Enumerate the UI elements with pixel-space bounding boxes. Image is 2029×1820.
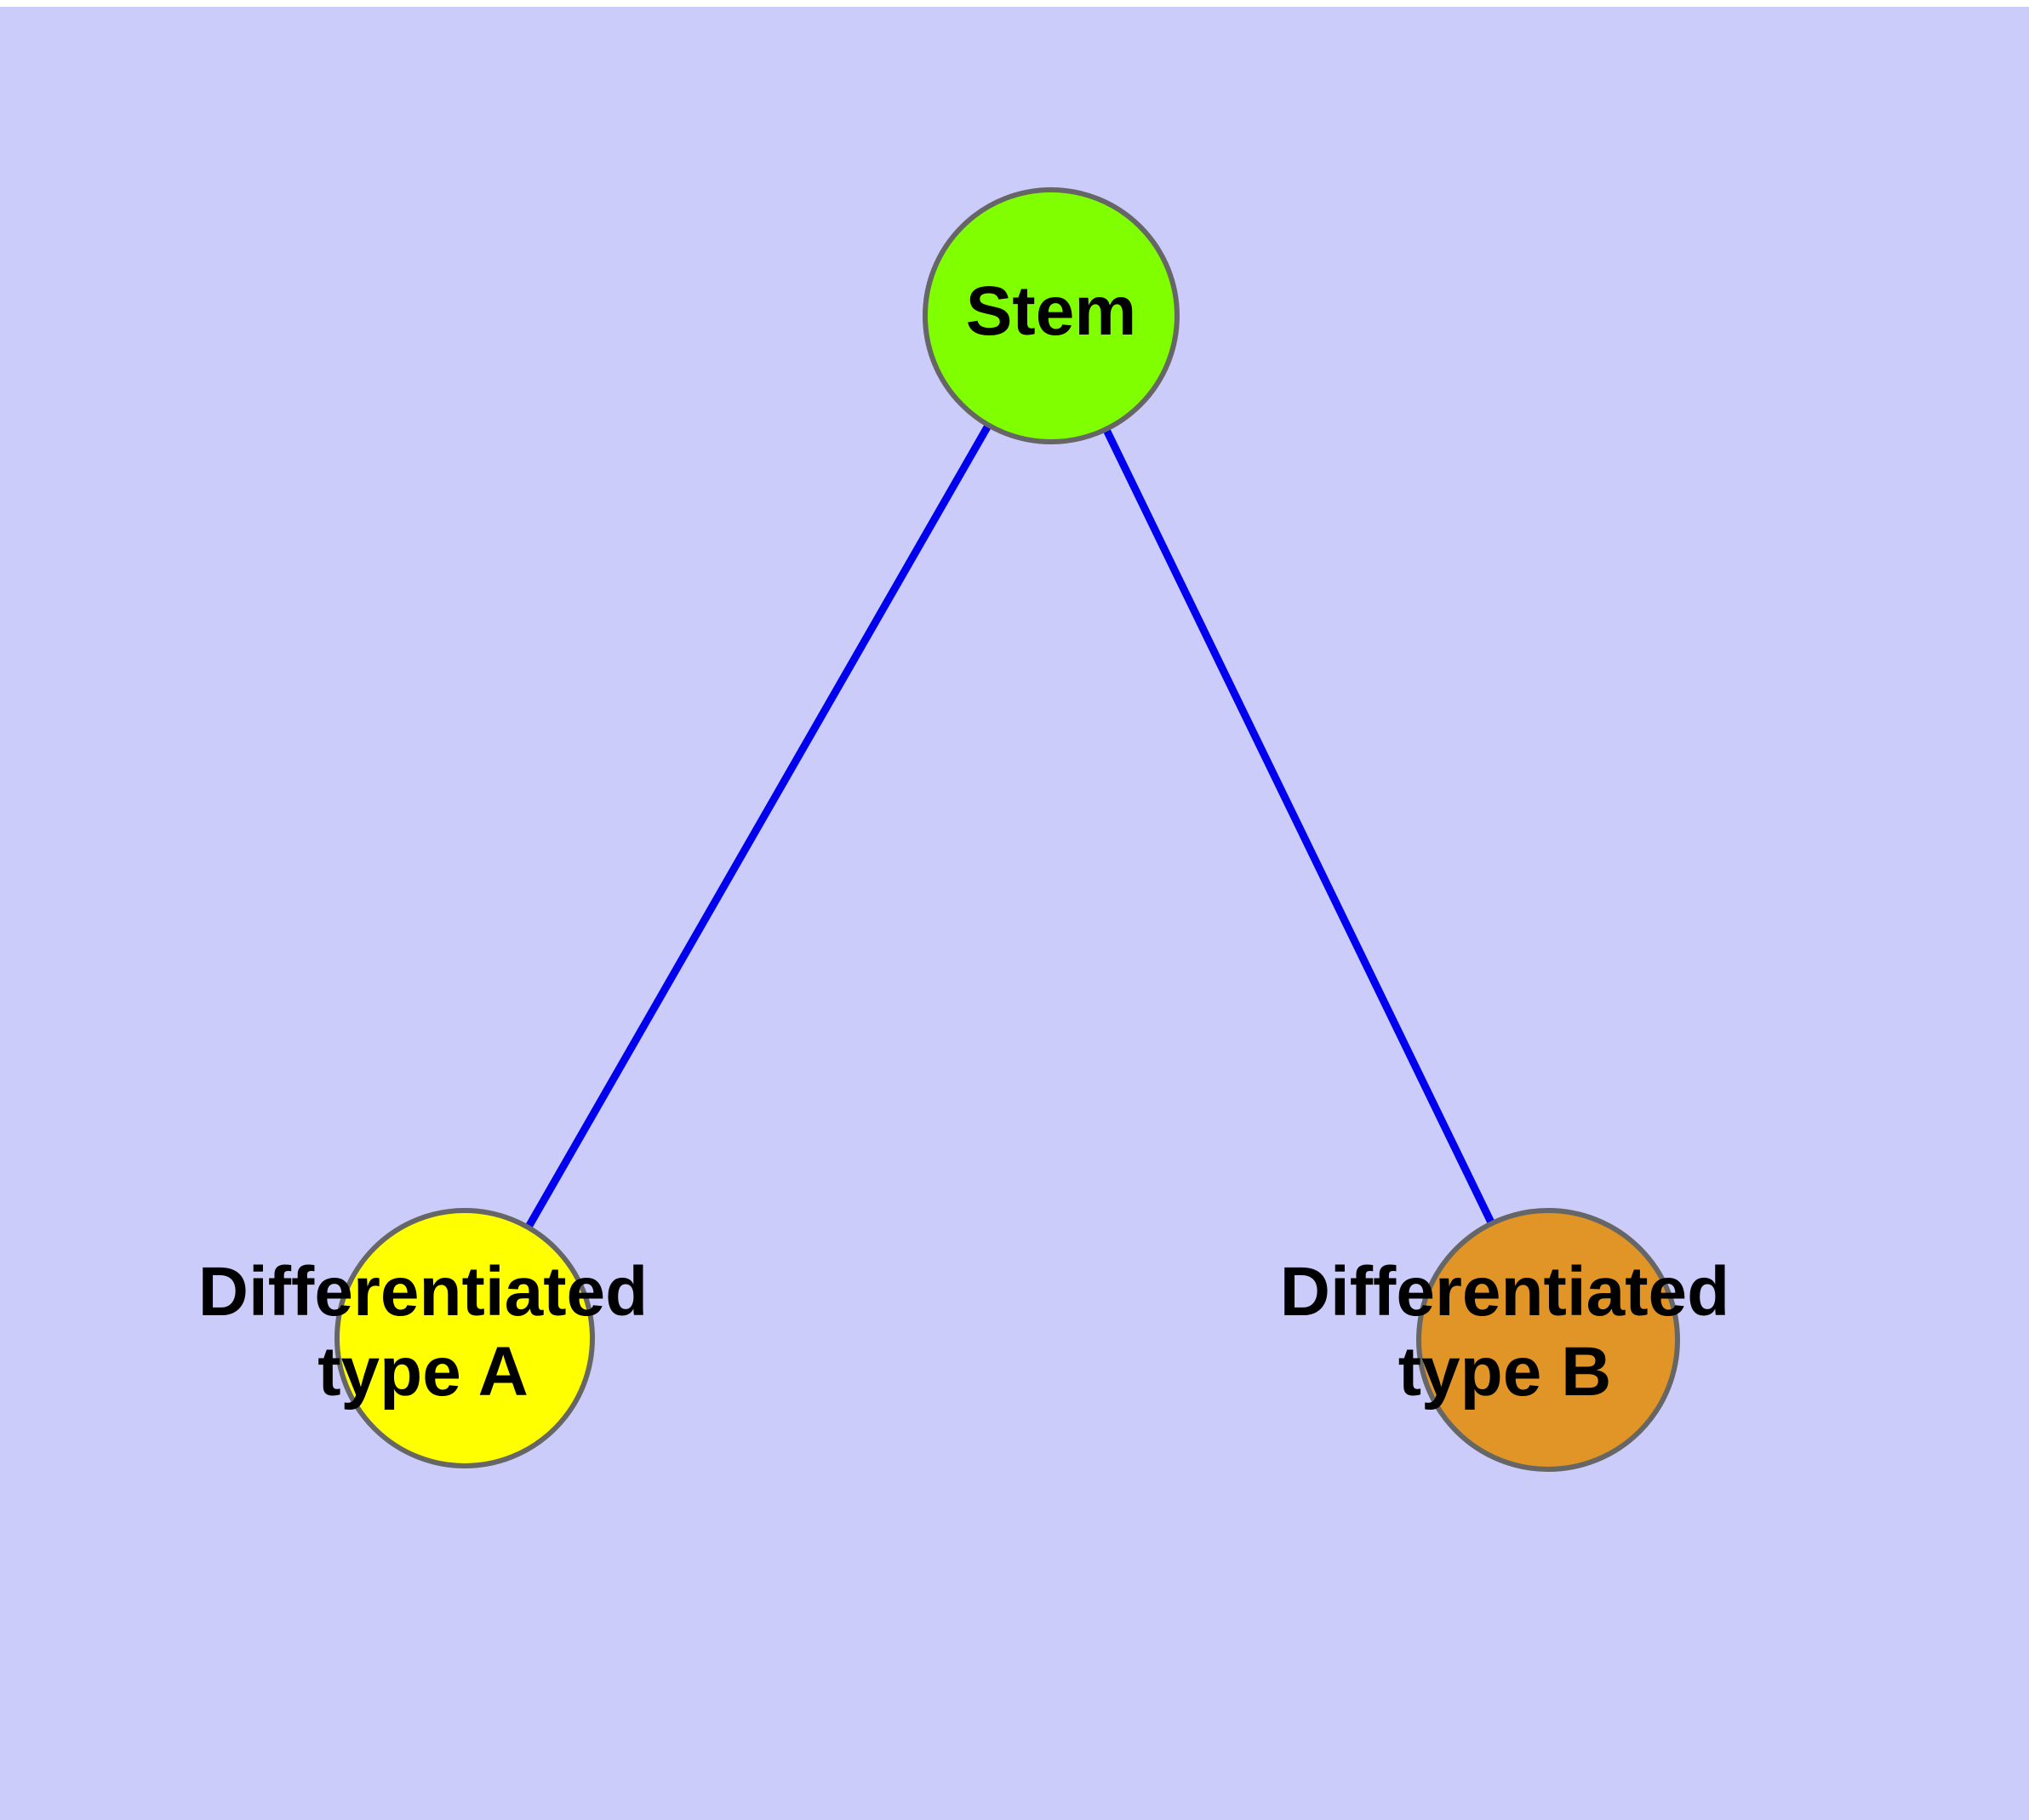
node-label-stem: Stem — [966, 272, 1137, 350]
node-stem[interactable]: Stem — [923, 187, 1180, 444]
node-circle-diff_a[interactable] — [334, 1208, 595, 1468]
node-label-line: type B — [1398, 1333, 1612, 1411]
node-circle-stem[interactable] — [923, 187, 1180, 444]
node-label-line: type A — [317, 1333, 529, 1411]
node-label-line: Differentiated — [198, 1253, 649, 1331]
edge-stem-a[interactable] — [525, 424, 992, 1229]
node-label-line: Stem — [966, 272, 1137, 350]
edge-stem-b[interactable] — [1103, 428, 1495, 1225]
node-circle-diff_b[interactable] — [1416, 1208, 1680, 1472]
node-label-line: Differentiated — [1280, 1253, 1730, 1331]
edges-layer — [525, 424, 1495, 1229]
